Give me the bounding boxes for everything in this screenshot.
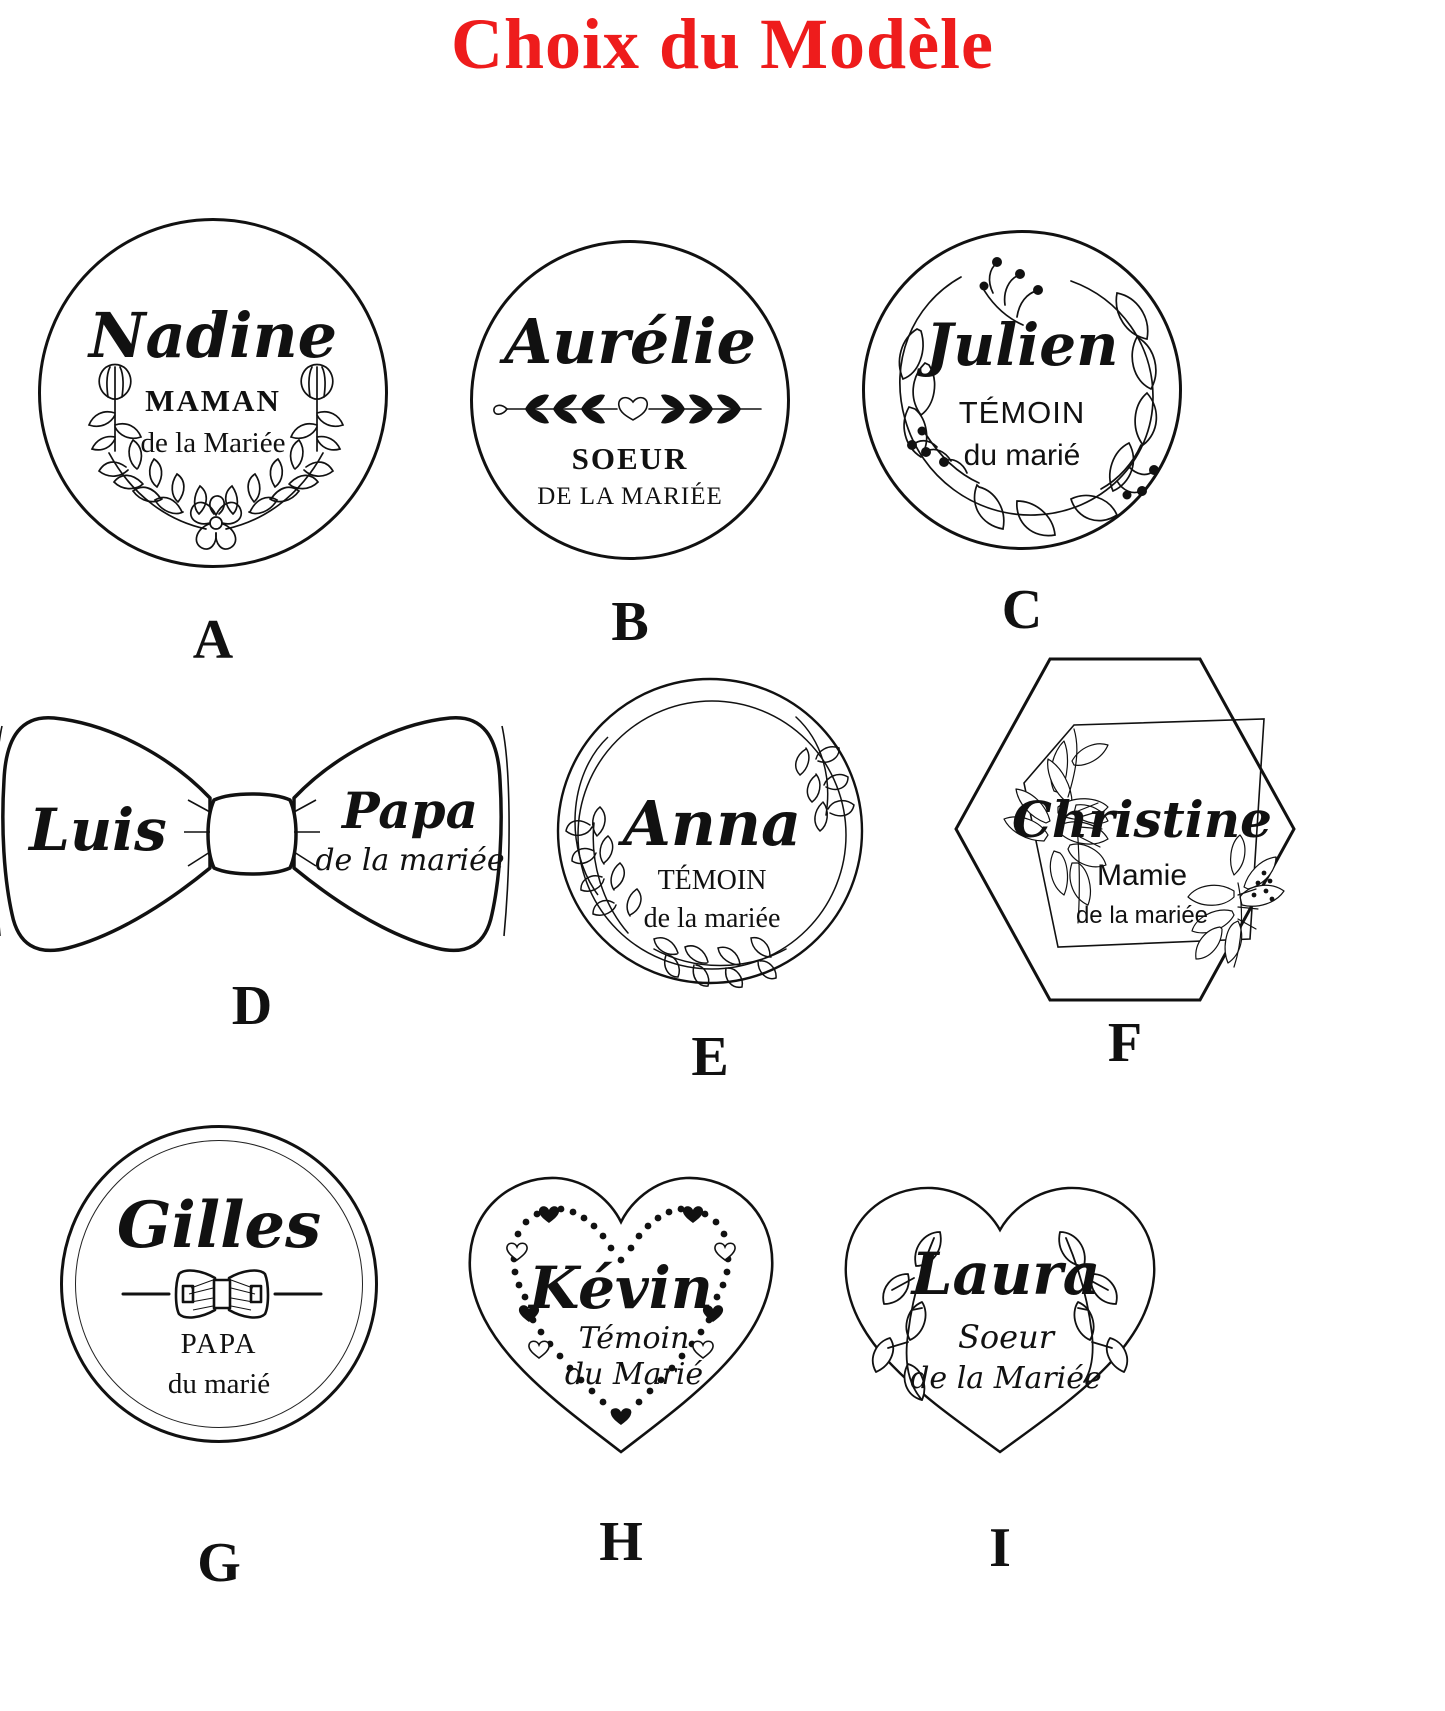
model-b-artwork: Aurélie SOEUR DE LA MARIÉE <box>470 240 790 560</box>
model-option-h[interactable]: Kévin Témoin du Marié H <box>456 1160 786 1570</box>
model-d-relation: de la mariée <box>315 843 504 878</box>
model-g-relation: du marié <box>167 1368 271 1400</box>
model-c-role: TÉMOIN <box>958 395 1086 430</box>
model-b-role: SOEUR <box>571 441 689 476</box>
model-f-letter: F <box>1107 1012 1143 1074</box>
botanical-wreath-icon <box>898 257 1159 537</box>
circle-outline: Aurélie SOEUR DE LA MARIÉE <box>470 240 790 560</box>
model-h-artwork: Kévin Témoin du Marié <box>456 1160 786 1460</box>
heart-outline <box>468 1176 774 1454</box>
model-i-role: Soeur <box>958 1318 1056 1356</box>
model-i-relation: de la Mariée <box>910 1361 1102 1396</box>
model-e-role: TÉMOIN <box>658 865 767 896</box>
model-g-letter: G <box>197 1532 241 1594</box>
model-option-f[interactable]: Christine Mamie de la mariée F <box>950 655 1300 1071</box>
model-f-relation: de la mariée <box>1076 902 1208 929</box>
model-g-name: Gilles <box>116 1188 322 1263</box>
model-grid: Nadine MAMAN de la Mariée <box>0 100 1445 1711</box>
model-c-name: Julien <box>925 311 1119 379</box>
model-a-artwork: Nadine MAMAN de la Mariée <box>38 218 388 568</box>
inner-circle-outline <box>75 1140 363 1428</box>
bow-tie-shape-icon: Luis Papa de la mariée <box>0 716 510 953</box>
model-d-role: Papa <box>340 781 478 840</box>
model-option-g[interactable]: Gilles PAPA du marié <box>60 1125 378 1591</box>
model-f-role: Mamie <box>1097 859 1187 892</box>
model-option-e[interactable]: Anna TÉMOIN de la mariée E <box>550 665 870 1085</box>
model-d-name: Luis <box>27 796 167 864</box>
floral-wreath-icon <box>87 363 345 550</box>
model-option-a[interactable]: Nadine MAMAN de la Mariée <box>38 218 388 668</box>
model-g-artwork: Gilles PAPA du marié <box>60 1125 378 1443</box>
model-a-relation: de la Mariée <box>140 427 286 459</box>
model-option-d[interactable]: Luis Papa de la mariée D <box>0 700 512 1034</box>
model-h-letter: H <box>599 1511 643 1573</box>
bow-tie-divider-icon <box>121 1269 323 1319</box>
laurel-ring-frame-icon: Anna TÉMOIN de la mariée <box>556 677 864 988</box>
circle-outline: Julien TÉMOIN du marié <box>862 230 1182 550</box>
model-option-c[interactable]: Julien TÉMOIN du marié <box>862 230 1182 638</box>
model-e-relation: de la mariée <box>644 903 781 934</box>
model-e-letter: E <box>691 1026 729 1088</box>
model-a-role: MAMAN <box>145 383 281 418</box>
model-i-name: Laura <box>910 1240 1101 1308</box>
model-d-letter: D <box>231 975 273 1037</box>
model-h-role: Témoin <box>579 1321 690 1356</box>
model-f-name: Christine <box>1012 790 1272 849</box>
model-c-relation: du marié <box>963 439 1081 472</box>
leafy-divider-icon <box>493 394 762 424</box>
model-e-name: Anna <box>618 787 801 860</box>
model-f-artwork: Christine Mamie de la mariée <box>950 655 1300 1005</box>
model-h-relation: du Marié <box>565 1357 703 1392</box>
model-option-b[interactable]: Aurélie SOEUR DE LA MARIÉE <box>470 240 790 650</box>
model-b-relation: DE LA MARIÉE <box>537 483 723 510</box>
model-i-letter: I <box>989 1517 1011 1579</box>
circle-outline: Nadine MAMAN de la Mariée <box>38 218 388 568</box>
heart-leaf-icon: Laura Soeur de la Mariée <box>844 1186 1156 1454</box>
model-i-artwork: Laura Soeur de la Mariée <box>830 1170 1170 1460</box>
model-c-letter: C <box>1001 579 1043 641</box>
model-b-name: Aurélie <box>504 305 756 378</box>
model-d-artwork: Luis Papa de la mariée <box>0 700 512 970</box>
page-title: Choix du Modèle <box>450 4 995 84</box>
model-c-artwork: Julien TÉMOIN du marié <box>862 230 1182 550</box>
model-option-i[interactable]: Laura Soeur de la Mariée I <box>830 1170 1170 1576</box>
model-e-artwork: Anna TÉMOIN de la mariée <box>550 665 870 995</box>
model-h-name: Kévin <box>527 1254 713 1322</box>
circle-outline: Gilles PAPA du marié <box>60 1125 378 1443</box>
dotted-heart-icon: Kévin Témoin du Marié <box>468 1176 774 1454</box>
model-a-name: Nadine <box>88 299 338 372</box>
hexagon-floral-frame-icon: Christine Mamie de la mariée <box>954 657 1296 1002</box>
model-b-letter: B <box>611 591 649 653</box>
model-g-role: PAPA <box>180 1328 258 1360</box>
model-a-letter: A <box>192 609 234 671</box>
